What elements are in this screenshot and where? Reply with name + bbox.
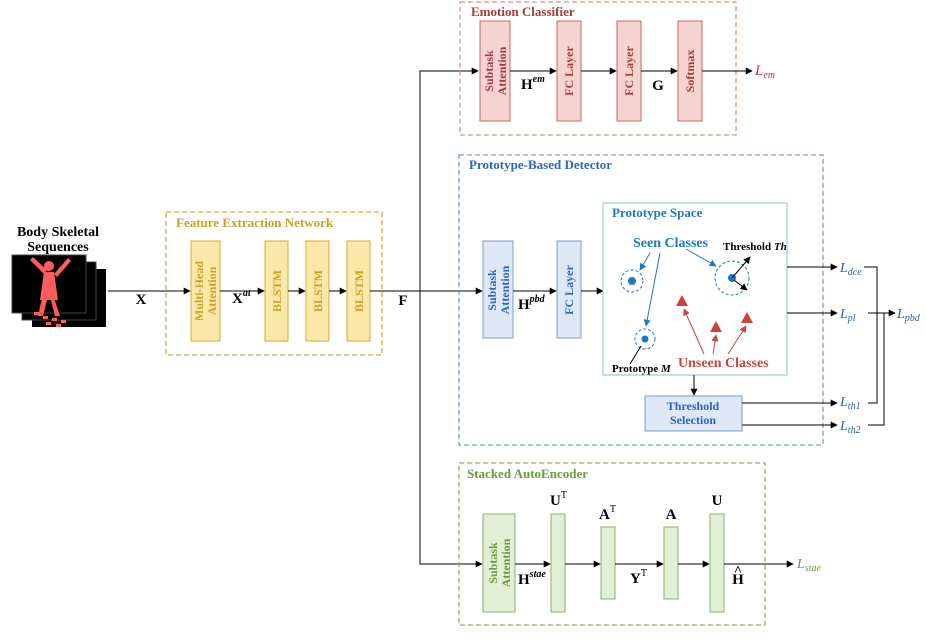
- ec-border: [459, 1, 737, 136]
- multi-head-attention-line2: Attention: [205, 266, 219, 315]
- prototype-label: Prototype M: [612, 363, 672, 375]
- skeleton-frames-image: [11, 254, 106, 327]
- sae-attention-line1: Subtask: [486, 542, 500, 584]
- loss-pl: Lpl: [839, 307, 856, 324]
- label-hpbd: Hpbd: [518, 294, 546, 313]
- pbd-fc-block: [556, 240, 582, 339]
- seen-class-cluster-1: [620, 269, 644, 293]
- blstm-label-2: BLSTM: [311, 270, 325, 312]
- threshold-selection-block: [644, 395, 743, 432]
- stacked-autoencoder: Stacked AutoEncoder Subtask Attention Hs…: [458, 462, 821, 626]
- unseen-classes-label: Unseen Classes: [678, 356, 769, 371]
- threshold-selection-line2: Selection: [670, 413, 716, 427]
- loss-stae: Lstae: [796, 557, 821, 574]
- emotion-classifier: Emotion Classifier Subtask Attention Hem…: [459, 1, 775, 136]
- label-hem: Hem: [521, 74, 545, 93]
- label-hstae: Hstae: [518, 569, 546, 588]
- input-section: Body Skeletal Sequences X: [11, 225, 191, 327]
- ec-softmax-label: Softmax: [683, 50, 697, 93]
- label-x: X: [136, 292, 147, 308]
- label-h-hat: H: [732, 572, 744, 588]
- threshold-selection-line1: Threshold: [667, 399, 720, 413]
- ec-fc-block-1: [556, 20, 582, 122]
- feature-trunk: F: [370, 67, 483, 568]
- label-ut: UT: [550, 490, 567, 509]
- sae-attention-line2: Attention: [499, 538, 513, 587]
- unseen-class-markers: [676, 295, 753, 332]
- label-h-hat-mark: ^: [734, 564, 742, 579]
- pbd-attention-line1: Subtask: [485, 269, 499, 311]
- pbd-fc-label: FC Layer: [562, 265, 576, 315]
- fen-title: Feature Extraction Network: [176, 215, 334, 230]
- pbd-border: [458, 154, 824, 446]
- seen-class-cluster-2: [714, 256, 751, 296]
- seen-classes-label: Seen Classes: [633, 236, 709, 251]
- prototype-space-title: Prototype Space: [612, 205, 703, 220]
- ec-title: Emotion Classifier: [471, 4, 575, 19]
- threshold-label: Threshold Th: [723, 241, 787, 253]
- loss-th1: Lth1: [839, 395, 861, 412]
- ec-fc-label-1: FC Layer: [562, 46, 576, 96]
- sae-layer-ut: [550, 513, 566, 613]
- feature-extraction-network: Feature Extraction Network Multi-Head At…: [165, 211, 383, 356]
- label-f: F: [398, 293, 407, 309]
- ec-fc-label-2: FC Layer: [622, 46, 636, 96]
- fen-border: [165, 211, 383, 356]
- label-g: G: [652, 78, 664, 94]
- seen-class-cluster-3: [634, 328, 656, 350]
- sae-layer-at: [600, 526, 616, 600]
- input-title-line2: Sequences: [27, 240, 89, 255]
- label-at: AT: [599, 504, 616, 523]
- pbd-attention-line2: Attention: [498, 265, 512, 314]
- sae-layer-u: [709, 513, 725, 613]
- ec-attention-line1: Subtask: [482, 50, 496, 92]
- loss-pbd: Lpbd: [896, 307, 921, 324]
- sae-layer-a: [663, 526, 679, 600]
- pbd-title: Prototype-Based Detector: [469, 157, 612, 172]
- ec-attention-line2: Attention: [495, 46, 509, 95]
- loss-th2: Lth2: [839, 419, 861, 436]
- label-u: U: [712, 493, 723, 509]
- label-yt: YT: [630, 568, 647, 587]
- pbd-subtask-attention-block: [482, 240, 514, 339]
- prototype-space-box: [602, 202, 788, 376]
- input-title-line1: Body Skeletal: [17, 225, 99, 240]
- multi-head-attention-block: [190, 240, 221, 342]
- sae-subtask-attention-block: [482, 513, 516, 613]
- loss-em: Lem: [754, 63, 775, 81]
- blstm-label-1: BLSTM: [270, 270, 284, 312]
- sae-title: Stacked AutoEncoder: [467, 466, 588, 481]
- sae-border: [458, 462, 766, 626]
- label-a: A: [666, 507, 677, 523]
- ec-fc-block-2: [616, 20, 642, 122]
- loss-dce: Ldce: [839, 261, 862, 278]
- label-xat: Xat: [232, 288, 252, 307]
- blstm-label-3: BLSTM: [352, 270, 366, 312]
- ec-softmax-block: [677, 20, 703, 122]
- prototype-based-detector: Prototype-Based Detector Subtask Attenti…: [458, 154, 921, 446]
- multi-head-attention-line1: Multi-Head: [192, 261, 206, 321]
